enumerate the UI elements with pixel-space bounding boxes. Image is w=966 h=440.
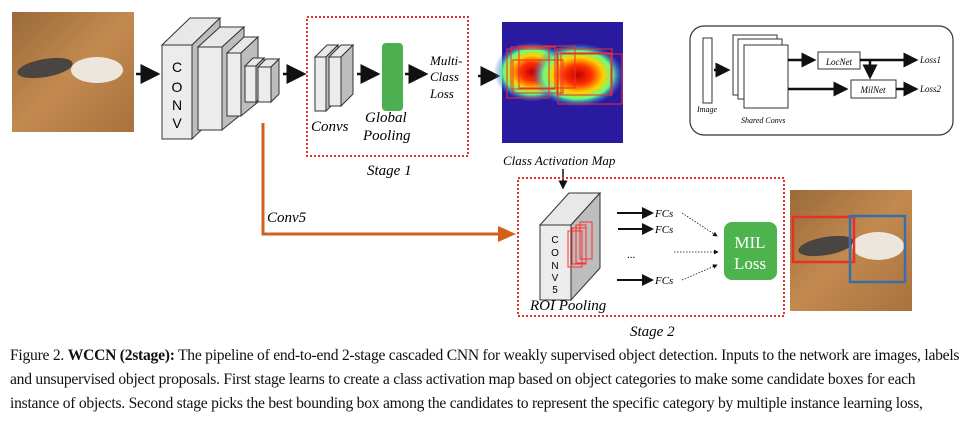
class-activation-map-image [494,22,624,143]
candidate-box [510,46,556,90]
fcs-label: FCs [654,208,673,220]
stage1-convs-blocks [313,43,355,113]
conv5-letter: O [551,248,559,259]
mil-loss-label: MIL [734,233,765,252]
stage2-label: Stage 2 [630,324,675,340]
cam-label: Class Activation Map [503,153,616,168]
output-detection-image [790,190,912,311]
mil-loss-label: Loss [734,254,766,273]
caption-title: WCCN (2stage): [67,347,175,364]
fcs-label: FCs [654,275,673,287]
conv5-letter: C [551,235,558,246]
candidate-box [518,45,576,89]
conv-letter: C [172,59,182,75]
shared-convs-label: Shared Convs [741,116,785,125]
roi-pooling-block: C O N V 5 [538,191,602,302]
roi-pooling-label: ROI Pooling [529,298,607,314]
convs-label: Convs [311,119,349,135]
conv5-arrowhead [498,226,516,242]
milnet-label: MilNet [860,85,886,95]
mil-loss-block [724,222,777,280]
figure-caption: Figure 2. WCCN (2stage): The pipeline of… [10,344,960,416]
stage1-label: Stage 1 [367,163,412,179]
multi-class-loss-label: Multi- [429,53,463,68]
pipeline-diagram: C O N V Convs Global Pooling Multi- Clas… [12,12,954,340]
backbone-conv-blocks: C O N V [160,16,281,141]
conv5-connection-arrow [261,123,502,236]
loss1-label: Loss1 [919,55,941,65]
global-pooling-label: Pooling [362,128,411,144]
conv5-letter: V [552,273,559,284]
locnet-label: LocNet [825,57,852,67]
multi-class-loss-label: Class [430,69,459,84]
white-cat-shape [71,57,123,83]
caption-text: The pipeline of end-to-end 2-stage casca… [10,347,960,412]
global-pooling-block [382,43,403,111]
dotted-arrow [681,212,718,237]
stage1-box [306,16,469,157]
shared-conv-layer [743,44,789,109]
ellipsis: ... [627,249,636,261]
blue-bounding-box [848,214,907,284]
fcs-label: FCs [654,224,673,236]
image-label: Image [696,105,717,114]
candidate-box [512,59,564,94]
conv-letter: O [172,79,183,95]
red-bounding-box [791,215,856,264]
multi-class-loss-label: Loss [429,86,454,101]
input-image [12,12,134,132]
candidate-box [506,48,550,99]
conv-letter: V [172,115,182,131]
conv-letter: N [172,97,182,113]
conv5-letter: N [551,261,558,272]
conv5-letter: 5 [552,285,558,296]
candidate-box [557,53,623,105]
stage2-box [517,177,785,317]
image-block [702,37,713,104]
dotted-arrow [681,264,718,281]
conv5-label: Conv5 [267,210,307,226]
global-pooling-label: Global [365,110,407,126]
caption-prefix: Figure 2. [10,347,65,364]
loss2-label: Loss2 [919,84,942,94]
inset-architecture-diagram: LocNet MilNet Loss1 Loss2 Image Shared C… [689,25,954,136]
candidate-box [560,52,612,96]
tabby-cat-shape [17,57,73,79]
